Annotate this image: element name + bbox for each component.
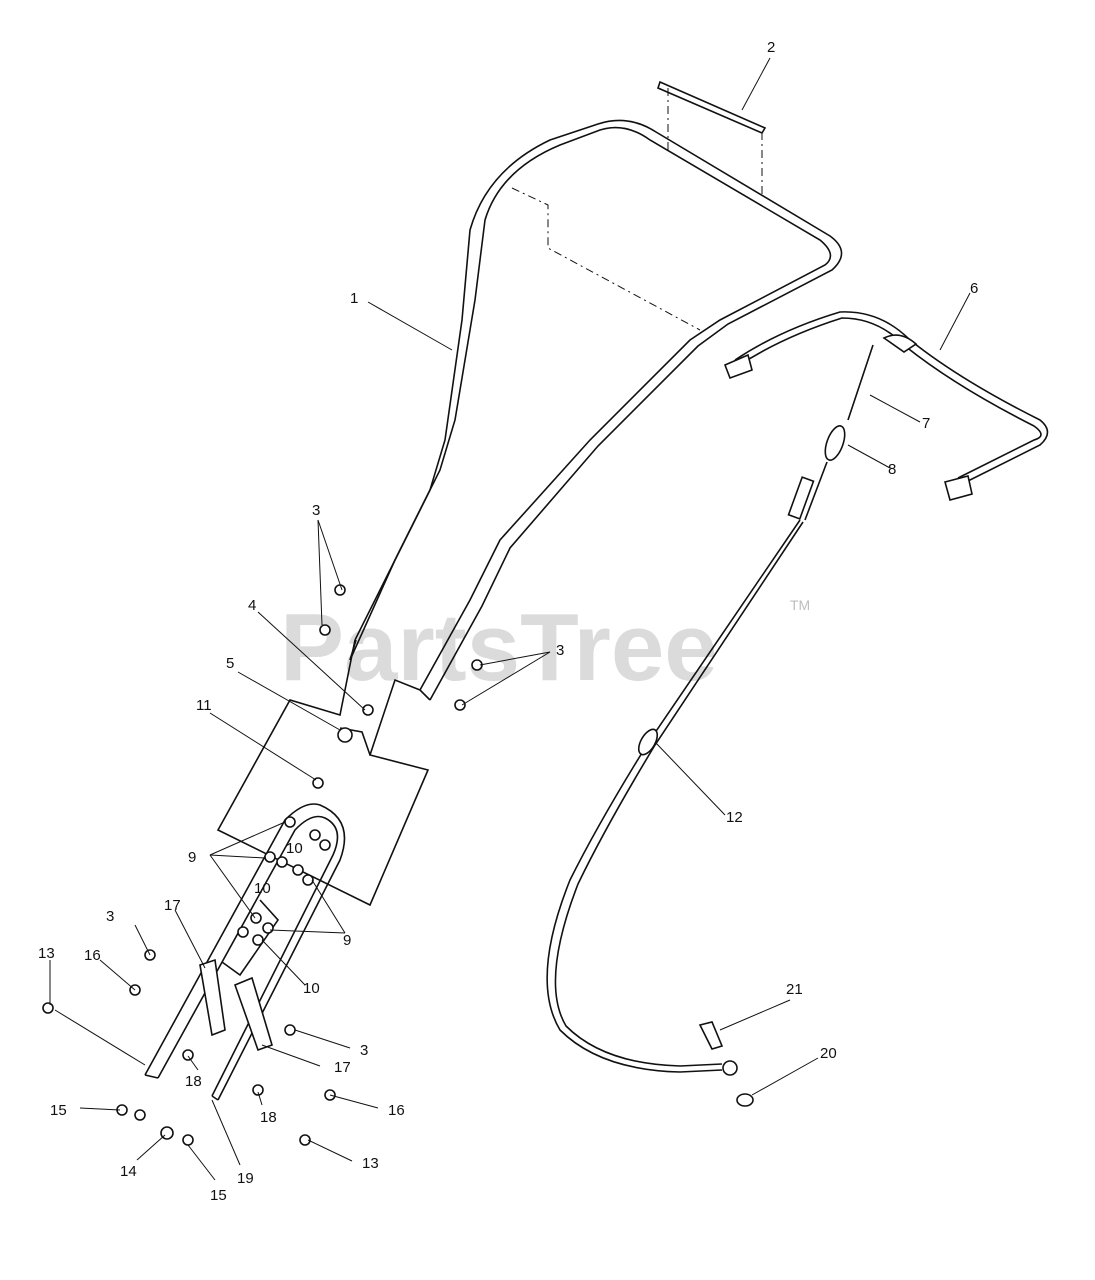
callout-18a: 18 — [185, 1073, 202, 1090]
callout-21: 21 — [786, 981, 803, 998]
grip-plate-part — [657, 80, 767, 196]
callout-12: 12 — [726, 809, 743, 826]
callout-19: 19 — [237, 1170, 254, 1187]
callout-20: 20 — [820, 1045, 837, 1062]
callout-3a: 3 — [312, 502, 320, 519]
lower-handle-part — [144, 803, 346, 1101]
leader-lines — [49, 57, 971, 1181]
callout-1: 1 — [350, 290, 358, 307]
callout-8: 8 — [888, 461, 896, 478]
callout-18b: 18 — [260, 1109, 277, 1126]
callout-10a: 10 — [286, 840, 303, 857]
callout-3b: 3 — [556, 642, 564, 659]
callout-15b: 15 — [210, 1187, 227, 1204]
callout-13a: 13 — [38, 945, 55, 962]
spring-part — [787, 344, 874, 521]
callout-7: 7 — [922, 415, 930, 432]
bracket-part — [199, 958, 273, 1052]
control-cable-upper-part — [723, 311, 1049, 501]
callout-4: 4 — [248, 597, 256, 614]
callout-5: 5 — [226, 655, 234, 672]
callout-15a: 15 — [50, 1102, 67, 1119]
hardware-parts — [42, 584, 483, 1146]
callout-16b: 16 — [388, 1102, 405, 1119]
callout-11: 11 — [196, 697, 212, 714]
callout-9a: 9 — [188, 849, 196, 866]
callout-2: 2 — [767, 39, 775, 56]
callout-16a: 16 — [84, 947, 101, 964]
callout-13b: 13 — [362, 1155, 379, 1172]
callout-10b: 10 — [254, 880, 271, 897]
callout-6: 6 — [970, 280, 978, 297]
watermark-trademark: TM — [790, 597, 810, 613]
cable-fittings-part — [698, 1021, 754, 1107]
callout-17a: 17 — [164, 897, 181, 914]
callout-3c: 3 — [106, 908, 114, 925]
callout-9b: 9 — [343, 932, 351, 949]
callout-14: 14 — [120, 1163, 137, 1180]
control-cable-lower-part — [546, 519, 804, 1076]
callout-10c: 10 — [303, 980, 320, 997]
callouts: 1 2 6 7 8 3 3 4 5 11 12 9 10 10 9 10 3 1… — [38, 39, 978, 1204]
callout-3d: 3 — [360, 1042, 368, 1059]
callout-17b: 17 — [334, 1059, 351, 1076]
